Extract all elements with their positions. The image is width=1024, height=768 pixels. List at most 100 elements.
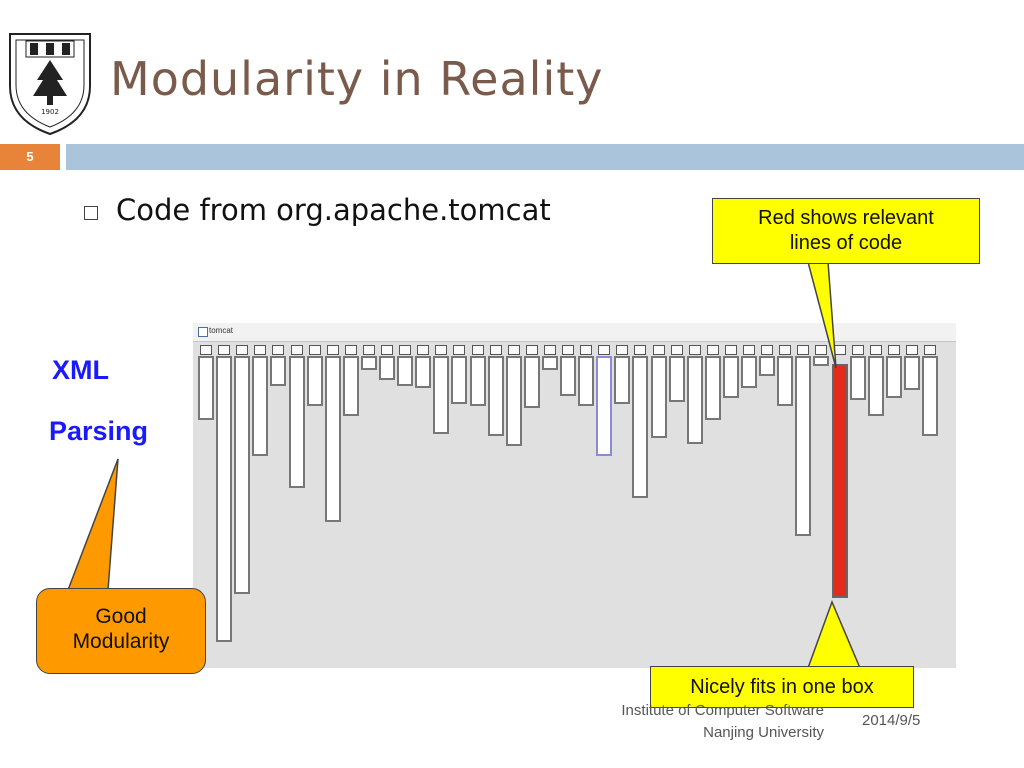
callout-good-line1: Good [95,605,147,628]
module-column-cap [525,345,538,355]
module-column-cap [580,345,593,355]
module-column-cap [706,345,719,355]
footer-date: 2014/9/5 [862,712,921,729]
module-column [487,356,504,436]
callout-nicely-fits: Nicely fits in one box [650,666,914,708]
footer-institute: Institute of Computer Software Nanjing U… [621,700,824,744]
module-column [596,356,613,456]
module-column [560,356,576,396]
footer-university-name: Nanjing University [703,724,824,741]
module-column-cap [652,345,665,355]
module-column [578,356,595,406]
module-column [523,356,540,408]
module-column [849,356,866,400]
module-column-cap [417,345,430,355]
callout-good-modularity: Good Modularity [36,588,206,674]
page-title: Modularity in Reality [110,52,604,106]
module-column-cap [815,345,828,355]
module-column-cap [905,345,918,355]
module-column [379,356,395,380]
module-column [686,356,703,444]
module-column-cap [344,345,357,355]
module-column [668,356,685,402]
module-column-cap [399,345,412,355]
module-column-cap [326,345,339,355]
module-column-cap [797,345,810,355]
module-column [252,356,269,456]
module-column-cap [562,345,574,355]
module-column-cap [200,345,212,355]
module-column-cap [724,345,737,355]
module-column-cap [507,345,520,355]
module-column [324,356,341,522]
module-column [216,356,233,642]
module-column-cap [254,345,267,355]
module-column [795,356,812,536]
module-column-cap [272,345,285,355]
diagram-title-bar: tomcat [193,323,956,342]
module-column [415,356,432,388]
nanjing-university-logo-icon: 1902 [9,33,91,136]
callout-good-line2: Modularity [72,630,170,653]
module-column [922,356,938,436]
module-column-cap [670,345,683,355]
module-column-cap [218,345,231,355]
module-column-cap [688,345,701,355]
module-column-cap [290,345,303,355]
module-column-cap [308,345,321,355]
module-column [650,356,667,438]
module-column-cap [362,345,375,355]
module-column-cap [435,345,448,355]
module-column [722,356,739,398]
callout-red-line2: lines of code [789,232,903,254]
module-column-cap [489,345,502,355]
footer-institute-name: Institute of Computer Software [621,702,824,719]
callout-red-shows-relevant-code: Red shows relevant lines of code [712,198,980,264]
module-column-cap [236,345,249,355]
module-column [632,356,649,498]
module-column-cap [743,345,755,355]
module-column-cap [869,345,882,355]
label-xml: XML [52,355,109,385]
module-column-cap [851,345,864,355]
module-column-cap [887,345,900,355]
module-column-cap [471,345,484,355]
module-column [234,356,251,594]
header-bar [66,144,1024,170]
slide-number: 5 [0,144,60,170]
module-column-cap [381,345,393,355]
module-column [433,356,450,434]
module-column [469,356,486,406]
module-column-cap [543,345,556,355]
diagram-title: tomcat [209,326,234,335]
module-column [741,356,757,388]
module-column-cap [833,345,846,355]
module-column-cap [761,345,774,355]
module-column-cap [598,345,611,355]
module-column [777,356,794,406]
module-column [288,356,305,488]
module-column [813,356,830,366]
module-column-cap [634,345,647,355]
module-column [505,356,522,446]
svg-text:1902: 1902 [41,108,59,116]
module-column-cap [616,345,629,355]
module-column [360,356,377,370]
module-column [306,356,323,406]
label-parsing: Parsing [49,416,149,446]
module-column [885,356,902,398]
module-column [867,356,884,416]
module-diagram: tomcat [193,323,956,668]
module-column [614,356,631,404]
bullet-text: Code from org.apache.tomcat [116,193,551,227]
bullet-square-icon [84,206,98,220]
module-column-highlighted [831,364,848,598]
module-column-cap [924,345,936,355]
callout-red-line1: Red shows relevant [758,207,934,229]
module-column [397,356,414,386]
module-column [541,356,558,370]
module-column [198,356,214,420]
module-column-cap [453,345,466,355]
module-column [759,356,776,376]
